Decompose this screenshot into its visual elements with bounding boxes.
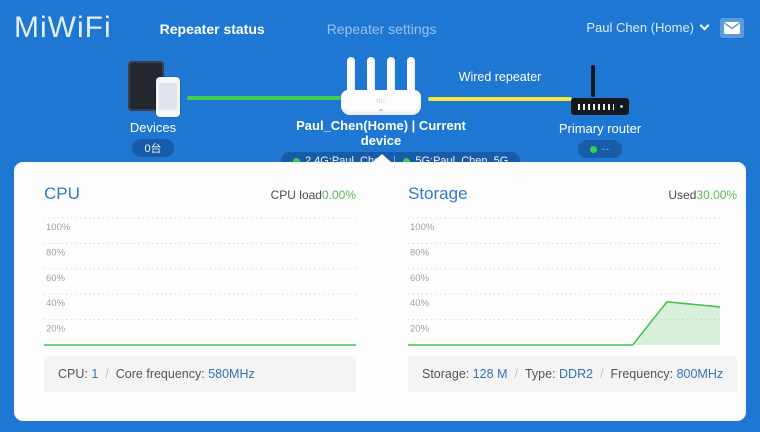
cpu-load-value: 0.00% — [321, 188, 356, 202]
phone-icon — [156, 77, 180, 117]
mail-button[interactable] — [720, 17, 744, 38]
cpu-title: CPU — [44, 184, 80, 203]
svg-text:80%: 80% — [46, 247, 66, 258]
primary-router-led — [620, 105, 623, 108]
primary-badge-text: -- — [602, 144, 610, 154]
cpu-frequency: 580MHz — [208, 367, 255, 381]
top-navbar: MiWiFi Repeater status Repeater settings… — [0, 0, 760, 55]
svg-text:20%: 20% — [46, 324, 66, 335]
primary-router-icon — [569, 65, 631, 117]
devices-icon — [124, 61, 182, 117]
svg-text:80%: 80% — [410, 247, 430, 258]
badge-separator — [394, 156, 396, 166]
svg-text:60%: 60% — [46, 273, 66, 284]
nav-tabs: Repeater status Repeater settings — [160, 21, 437, 37]
node-devices[interactable]: Devices 0台 — [103, 61, 203, 157]
cpu-count: 1 — [91, 367, 99, 381]
node-primary-router: Primary router -- — [540, 65, 660, 158]
primary-router-badge: -- — [578, 140, 622, 158]
cpu-panel: CPU CPU load0.00% 100% 80% 60% 40% 20% CPU: … — [14, 162, 378, 421]
devices-count-badge[interactable]: 0台 — [132, 139, 174, 157]
tab-repeater-status[interactable]: Repeater status — [159, 20, 265, 37]
network-topology: Wired repeater Devices 0台 mi — [0, 55, 760, 170]
status-card: CPU CPU load0.00% 100% 80% 60% 40% 20% CPU: … — [14, 154, 746, 421]
miwifi-logo: MiWiFi — [14, 10, 112, 44]
wireless-link-line — [187, 96, 341, 100]
cpu-load-stat: CPU load0.00% — [270, 188, 356, 202]
storage-type: DDR2 — [559, 367, 594, 381]
storage-frequency: 800MHz — [676, 367, 724, 381]
svg-text:100%: 100% — [410, 222, 435, 233]
storage-title: Storage — [408, 184, 468, 203]
status-dot-5g — [403, 157, 411, 165]
chevron-down-icon — [699, 20, 710, 31]
wired-link-line — [428, 97, 572, 101]
card-pointer-arrow — [373, 154, 391, 162]
cpu-info-bar: CPU: 1/Core frequency: 580MHz — [44, 356, 356, 392]
storage-panel: Storage Used30.00% 100% 80% 60% 40% 20% Stor… — [378, 162, 759, 421]
storage-size: 128 M — [472, 367, 508, 381]
storage-info-bar: Storage: 128 M/Type: DDR2/Frequency: 800… — [408, 356, 738, 392]
svg-text:60%: 60% — [410, 273, 430, 284]
svg-text:100%: 100% — [46, 222, 71, 233]
svg-text:20%: 20% — [410, 324, 430, 335]
svg-text:40%: 40% — [410, 298, 430, 309]
cpu-load-chart: 100% 80% 60% 40% 20% — [44, 217, 356, 346]
tab-repeater-settings[interactable]: Repeater settings — [326, 20, 437, 37]
router-led — [379, 109, 383, 111]
mail-icon — [724, 21, 740, 34]
storage-used-value: 30.00% — [696, 188, 738, 202]
status-dot-2g — [293, 157, 300, 165]
wired-link-label: Wired repeater — [458, 70, 542, 84]
user-menu[interactable]: Paul Chen (Home) — [586, 20, 710, 35]
storage-used-stat: Used30.00% — [668, 188, 738, 202]
storage-used-chart: 100% 80% 60% 40% 20% — [408, 217, 720, 346]
user-menu-label: Paul Chen (Home) — [586, 20, 694, 35]
repeater-router-icon: mi — [338, 57, 424, 115]
primary-router-label: Primary router — [558, 121, 642, 136]
devices-label: Devices — [129, 120, 177, 135]
status-dot-primary — [590, 145, 597, 153]
header-right: Paul Chen (Home) — [586, 17, 744, 38]
svg-text:40%: 40% — [46, 298, 66, 309]
current-device-label: Paul_Chen(Home) | Current device — [296, 118, 466, 148]
